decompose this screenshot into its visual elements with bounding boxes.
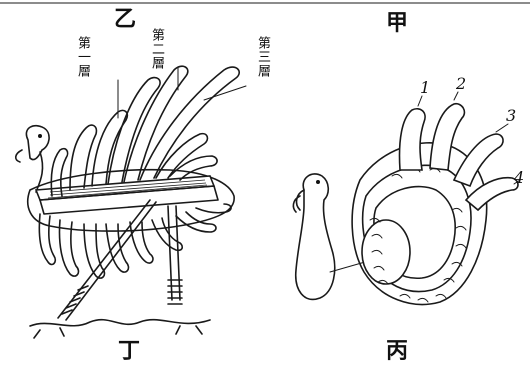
part-1 bbox=[400, 109, 426, 170]
detached-head-beak bbox=[293, 190, 304, 212]
lower-tube-1 bbox=[39, 214, 55, 264]
part-number-2: 2 bbox=[456, 76, 466, 92]
left-beak bbox=[16, 150, 22, 162]
part-3 bbox=[454, 134, 503, 186]
layer-label-third: 第三層 bbox=[256, 36, 269, 78]
leader-2 bbox=[454, 92, 458, 100]
right-assembly-drawing bbox=[293, 92, 520, 304]
left-ground-tufts bbox=[34, 326, 202, 338]
left-head bbox=[26, 126, 49, 160]
left-leg-1b bbox=[66, 202, 156, 320]
leader-1 bbox=[418, 96, 422, 106]
lower-tube-8 bbox=[196, 204, 231, 213]
part-number-1: 1 bbox=[420, 80, 430, 96]
part-number-3: 3 bbox=[506, 108, 516, 124]
left-ground bbox=[30, 320, 210, 326]
detached-head-neck bbox=[296, 174, 335, 299]
panel-label-ding: 丁 bbox=[118, 340, 140, 362]
upper-tube-5 bbox=[140, 67, 239, 180]
left-spring-1 bbox=[62, 286, 88, 314]
upper-tube-3 bbox=[108, 78, 160, 184]
part-number-4: 4 bbox=[514, 170, 524, 186]
panel-label-yi: 乙 bbox=[114, 8, 136, 30]
panel-label-jia: 甲 bbox=[386, 12, 408, 34]
part-4 bbox=[466, 178, 518, 210]
panel-label-bing: 丙 bbox=[386, 340, 408, 362]
left-leg-1 bbox=[58, 200, 150, 318]
layer-label-first: 第一層 bbox=[76, 36, 89, 78]
inner-core bbox=[362, 220, 410, 284]
lower-tube-3 bbox=[84, 224, 104, 278]
lower-tube-5 bbox=[130, 222, 153, 263]
leader-3 bbox=[496, 124, 508, 132]
part-2 bbox=[430, 104, 464, 170]
layer-label-second: 第二層 bbox=[150, 28, 163, 70]
left-assembly-drawing bbox=[16, 66, 246, 338]
leader-third-layer bbox=[204, 86, 246, 100]
